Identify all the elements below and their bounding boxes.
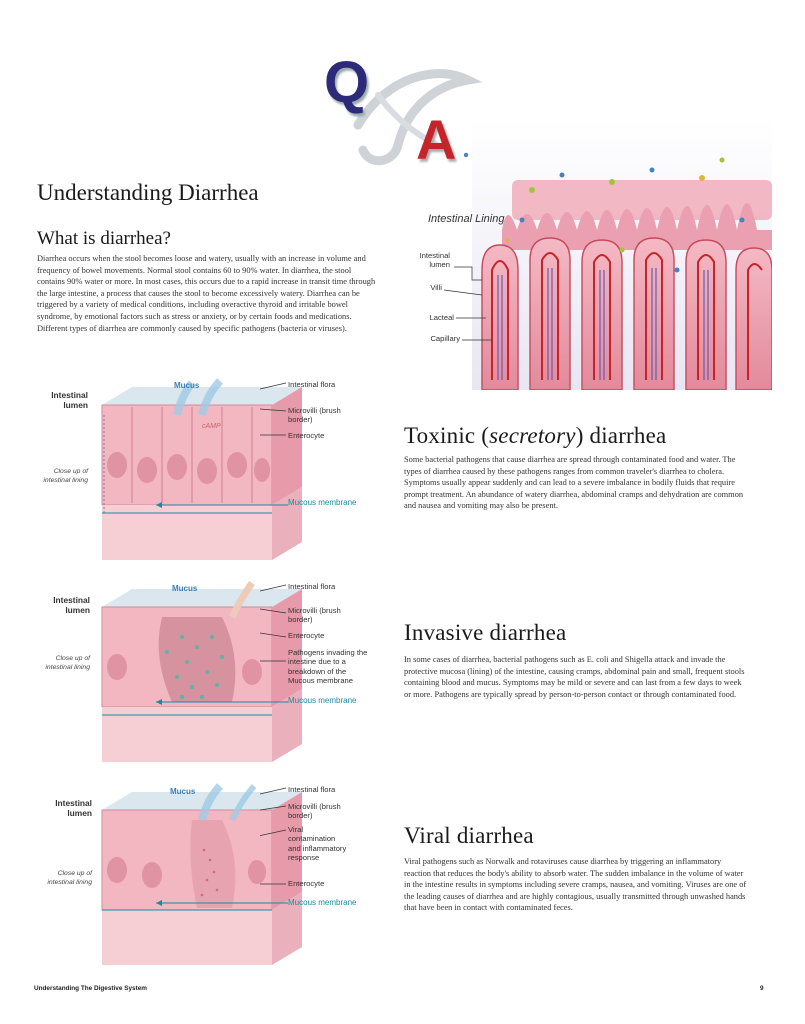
- microvilli-label: Microvilli (brush border): [288, 606, 341, 625]
- qa-logo: Q A: [318, 50, 488, 175]
- microvilli-label: Microvilli (brush border): [288, 406, 341, 425]
- closeup-label: Close up of intestinal lining: [45, 655, 90, 671]
- what-is-heading: What is diarrhea?: [37, 228, 171, 249]
- mucus-label: Mucus: [170, 787, 196, 796]
- enterocyte-label: Enterocyte: [288, 431, 325, 440]
- toxinic-heading: Toxinic (secretory) diarrhea: [404, 423, 667, 448]
- lining-label-villi: Villi: [430, 283, 442, 292]
- flora-label: Intestinal flora: [288, 582, 336, 591]
- lumen-label: Intestinal lumen: [53, 595, 90, 615]
- diagram-toxinic: Mucus cAMP Intestinal lumen Close up of …: [30, 375, 380, 565]
- viral-heading: Viral diarrhea: [404, 823, 534, 848]
- lumen-label: Intestinal lumen: [55, 798, 92, 818]
- invasive-body: In some cases of diarrhea, bacterial pat…: [404, 655, 745, 699]
- pathogens-label: Pathogens invading the intestine due to …: [288, 648, 368, 686]
- invasive-heading: Invasive diarrhea: [404, 620, 567, 645]
- flora-label: Intestinal flora: [288, 380, 336, 389]
- page-number: 9: [760, 985, 764, 992]
- lining-label-lacteal: Lacteal: [429, 313, 455, 322]
- enterocyte-label: Enterocyte: [288, 631, 325, 640]
- microvilli-label: Microvilli (brush border): [288, 802, 341, 821]
- closeup-label: Close up of intestinal lining: [43, 468, 88, 484]
- mucus-label: Mucus: [174, 381, 200, 390]
- flora-label: Intestinal flora: [288, 785, 336, 794]
- what-is-body: Diarrhea occurs when the stool becomes l…: [37, 254, 376, 333]
- lining-label-lumen: Intestinal lumen: [419, 251, 450, 270]
- mucous-membrane-label: Mucous membrane: [288, 696, 357, 705]
- page-title: Understanding Diarrhea: [37, 180, 259, 205]
- diagram-viral: Mucus Intestinal lumen Close up of intes…: [30, 780, 380, 970]
- closeup-label: Close up of intestinal lining: [47, 870, 92, 886]
- viral-contamination-label: Viral contamination and inflammatory res…: [288, 825, 347, 863]
- intestinal-lining-figure: Intestinal Lining Intestinal lumen Villi…: [412, 120, 773, 391]
- enterocyte-label: Enterocyte: [288, 879, 325, 888]
- logo-letter-a: A: [416, 108, 457, 171]
- toxinic-body: Some bacterial pathogens that cause diar…: [404, 455, 744, 511]
- mucus-label: Mucus: [172, 584, 198, 593]
- mucous-membrane-label: Mucous membrane: [288, 898, 357, 907]
- footer-title: Understanding The Digestive System: [34, 985, 147, 992]
- logo-letter-q: Q: [324, 50, 370, 115]
- mucous-membrane-label: Mucous membrane: [288, 498, 357, 507]
- camp-label: cAMP: [202, 423, 221, 430]
- lining-title: Intestinal Lining: [428, 213, 505, 225]
- lining-label-capillary: Capillary: [430, 334, 460, 343]
- viral-body: Viral pathogens such as Norwalk and rota…: [404, 857, 747, 913]
- lumen-label: Intestinal lumen: [51, 390, 88, 410]
- diagram-invasive: Mucus Intestinal lumen Close up of intes…: [30, 577, 380, 767]
